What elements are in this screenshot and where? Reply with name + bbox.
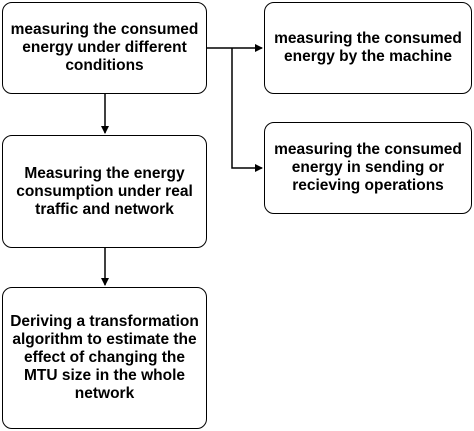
node-measuring-machine: measuring the consumed energy by the mac… — [264, 2, 472, 94]
edge-n1-to-n4 — [231, 48, 263, 172]
node-label: Measuring the energy consumption under r… — [16, 164, 193, 218]
node-label: measuring the consumed energy by the mac… — [274, 30, 462, 65]
node-label: measuring the consumed energy under diff… — [10, 21, 199, 74]
node-measuring-real-traffic: Measuring the energy consumption under r… — [2, 135, 207, 248]
node-label: measuring the consumed energy in sending… — [274, 141, 462, 194]
node-deriving-algorithm: Deriving a transformation algorithm to e… — [2, 287, 207, 429]
node-measuring-under-conditions: measuring the consumed energy under diff… — [2, 2, 207, 94]
node-measuring-sending-receiving: measuring the consumed energy in sending… — [264, 122, 472, 214]
node-label: Deriving a transformation algorithm to e… — [10, 313, 199, 402]
